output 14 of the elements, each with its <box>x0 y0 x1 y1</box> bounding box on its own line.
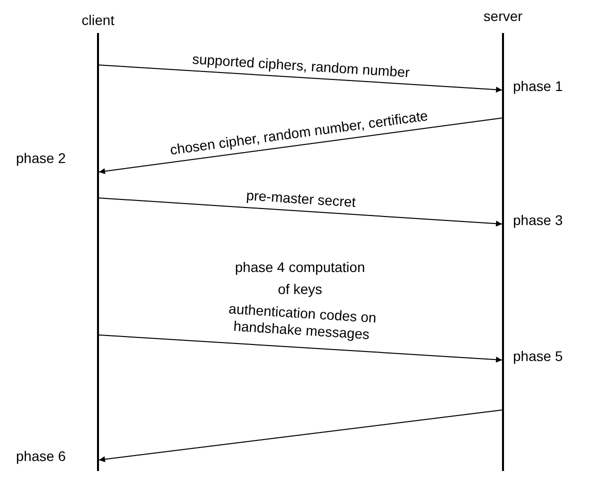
phase-label: phase 6 <box>16 448 66 466</box>
phase-label: phase 1 <box>513 78 563 96</box>
lifeline <box>502 33 504 471</box>
message-arrow <box>98 64 502 93</box>
lifeline-title: server <box>484 8 522 25</box>
phase-label: phase 2 <box>16 150 66 168</box>
message-arrow <box>98 334 502 363</box>
phase-label: phase 5 <box>513 348 563 366</box>
message-arrow <box>98 118 502 174</box>
lifeline <box>97 33 99 471</box>
lifeline-title: client <box>82 12 114 29</box>
message-arrow <box>98 410 502 462</box>
message-arrow <box>98 198 502 227</box>
phase-label: phase 3 <box>513 212 563 230</box>
